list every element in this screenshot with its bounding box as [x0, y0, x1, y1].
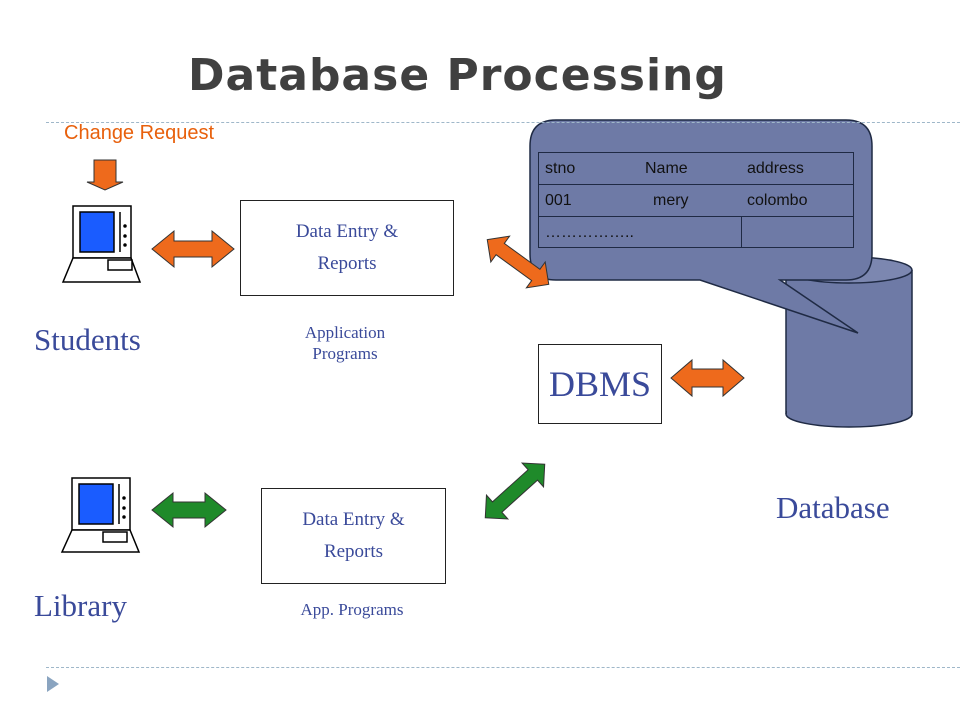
database-label: Database: [776, 490, 890, 525]
table-row: 001 mery colombo: [539, 184, 853, 217]
library-computer-icon: [60, 477, 141, 553]
students-box-line1: Data Entry &: [295, 221, 399, 242]
table-header-row: stno Name address: [539, 153, 853, 185]
library-app-box: Data Entry & Reports: [261, 488, 446, 584]
dbms-box: DBMS: [538, 344, 662, 424]
students-app-caption: Application Programs: [270, 322, 420, 364]
database-cylinder: [785, 256, 913, 428]
students-computer-icon: [61, 205, 142, 283]
library-box-line1: Data Entry &: [302, 509, 405, 530]
slide-marker-icon: [47, 676, 59, 692]
students-dbms-arrow: [486, 235, 550, 289]
change-request-arrow: [86, 159, 124, 191]
students-app-arrow: [151, 229, 235, 269]
caption-line1: Application: [304, 323, 386, 342]
students-app-box: Data Entry & Reports: [240, 200, 454, 296]
library-app-caption: App. Programs: [300, 600, 404, 619]
caption-line2: Programs: [312, 344, 378, 363]
table-cell: ……………..: [539, 216, 741, 248]
dbms-database-arrow: [670, 358, 745, 398]
library-label: Library: [34, 588, 127, 623]
table-header-cell: Name: [645, 159, 688, 177]
database-record-table: stno Name address 001 mery colombo ………………: [538, 152, 854, 248]
table-row: ……………..: [539, 216, 853, 248]
change-request-label: Change Request: [64, 122, 215, 144]
table-header-cell: stno: [545, 159, 576, 177]
dbms-label: DBMS: [548, 364, 652, 404]
library-box-line2: Reports: [323, 541, 384, 562]
table-cell: [740, 216, 853, 248]
bottom-divider: [46, 667, 960, 668]
students-box-line2: Reports: [317, 253, 377, 274]
table-cell: mery: [639, 184, 741, 217]
table-header-cell: address: [747, 159, 804, 177]
library-app-arrow: [151, 491, 227, 529]
students-label: Students: [34, 322, 141, 357]
top-divider: [46, 122, 960, 123]
table-cell: colombo: [741, 184, 853, 217]
library-dbms-arrow: [484, 462, 546, 520]
page-title: Database Processing: [188, 50, 727, 101]
table-cell: 001: [539, 184, 639, 217]
